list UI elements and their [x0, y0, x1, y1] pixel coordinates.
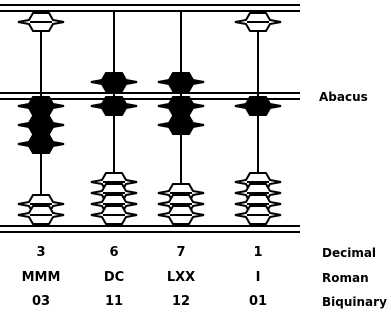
bead-inactive	[17, 205, 65, 225]
decimal-value: 3	[36, 245, 46, 260]
decimal-value: 7	[176, 245, 186, 260]
biquinary-value: 11	[104, 294, 124, 309]
bead-active	[157, 115, 205, 135]
bead-inactive	[234, 205, 282, 225]
bead-inactive	[17, 12, 65, 32]
biquinary-value: 01	[248, 294, 268, 309]
biquinary-row-label: Biquinary	[322, 295, 387, 309]
bead-active	[90, 72, 138, 92]
roman-value: DC	[103, 270, 125, 285]
bead-active	[157, 96, 205, 116]
biquinary-value: 03	[31, 294, 51, 309]
bead-active	[17, 96, 65, 116]
frame-top-bar	[0, 4, 300, 12]
rods	[40, 11, 259, 226]
roman-value: I	[255, 270, 261, 285]
frame-bottom-bar	[0, 225, 300, 233]
roman-value: LXX	[166, 270, 196, 285]
bead-inactive	[90, 205, 138, 225]
bead-active	[234, 96, 282, 116]
roman-row-label: Roman	[322, 271, 369, 285]
bead-active	[157, 72, 205, 92]
bead-active	[17, 134, 65, 154]
decimal-value: 6	[109, 245, 119, 260]
bead-inactive	[157, 205, 205, 225]
biquinary-value: 12	[171, 294, 191, 309]
abacus-label: Abacus	[319, 90, 368, 104]
decimal-value: 1	[253, 245, 263, 260]
bead-inactive	[234, 12, 282, 32]
beads	[17, 12, 282, 225]
decimal-row-label: Decimal	[322, 246, 377, 260]
bead-active	[90, 96, 138, 116]
roman-value: MMM	[21, 270, 61, 285]
bead-active	[17, 115, 65, 135]
